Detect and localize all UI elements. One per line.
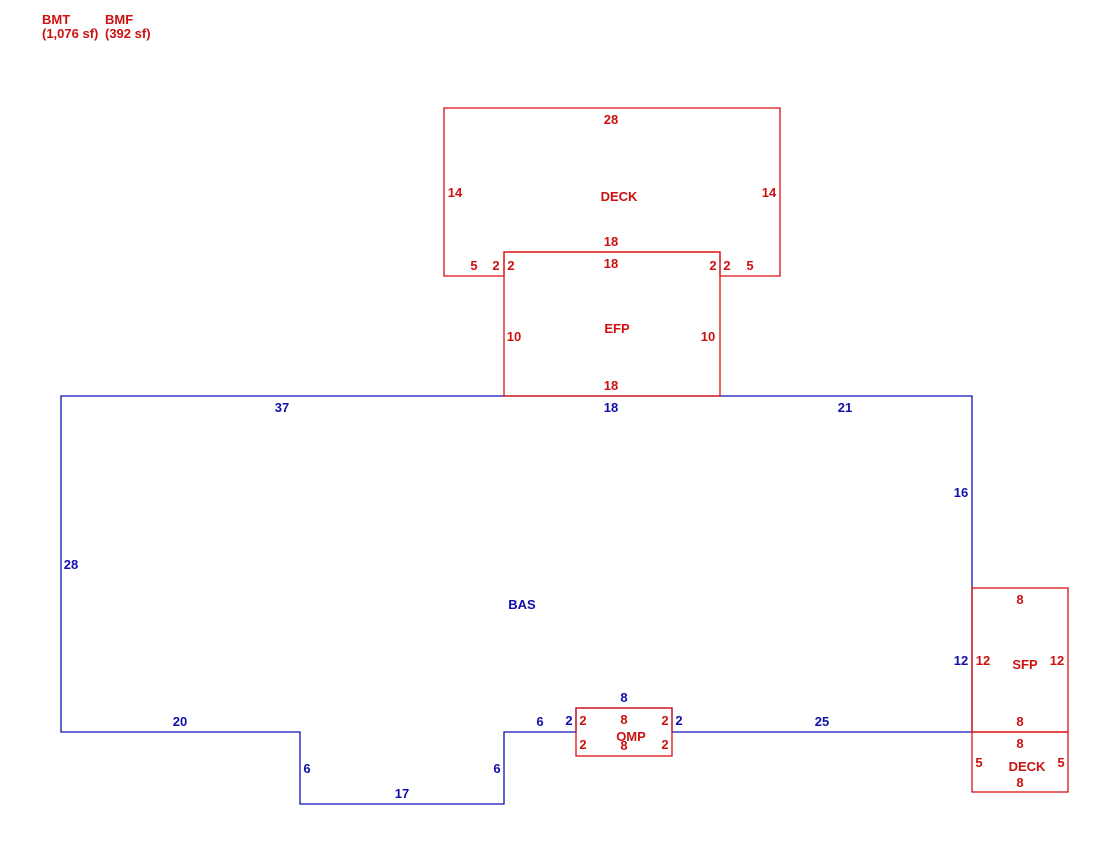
- dim-label: 5: [746, 258, 753, 273]
- dim-label: 20: [173, 714, 187, 729]
- dim-label: 18: [604, 400, 618, 415]
- dim-label: 8: [620, 738, 627, 753]
- dim-label: 2: [492, 258, 499, 273]
- dim-label: 5: [1057, 755, 1064, 770]
- deck-top-label: DECK: [601, 189, 638, 204]
- sfp-label: SFP: [1012, 657, 1038, 672]
- dim-label: 6: [303, 761, 310, 776]
- dim-label: 16: [954, 485, 968, 500]
- dim-label: 37: [275, 400, 289, 415]
- dim-label: 8: [1016, 736, 1023, 751]
- dim-label: 2: [675, 713, 682, 728]
- dim-label: 2: [661, 737, 668, 752]
- deck-right-outline: [971, 731, 1069, 793]
- deck-right-label: DECK: [1009, 759, 1046, 774]
- efp-outline: [503, 251, 721, 397]
- legend-bmt-code: BMT: [42, 12, 71, 27]
- dim-label: 6: [536, 714, 543, 729]
- efp-label: EFP: [604, 321, 630, 336]
- dim-label: 8: [1016, 592, 1023, 607]
- dim-label: 2: [565, 713, 572, 728]
- omp-label: OMP: [616, 729, 646, 744]
- dim-label: 10: [701, 329, 715, 344]
- legend-bmf-code: BMF: [105, 12, 134, 27]
- dim-label: 2: [507, 258, 514, 273]
- omp-outline: [575, 707, 673, 757]
- dim-label: 2: [709, 258, 716, 273]
- dim-label: 21: [838, 400, 852, 415]
- dim-label: 8: [620, 712, 627, 727]
- dim-label: 14: [762, 185, 777, 200]
- dim-label: 6: [493, 761, 500, 776]
- dim-label: 8: [1016, 714, 1023, 729]
- dim-label: 12: [976, 653, 990, 668]
- legend-bmt: BMT (1,076 sf): [42, 13, 98, 41]
- bas-label: BAS: [508, 597, 536, 612]
- dim-label: 8: [1016, 775, 1023, 790]
- legend-bmf: BMF (392 sf): [105, 13, 151, 41]
- dim-label: 18: [604, 234, 618, 249]
- dim-label: 25: [815, 714, 829, 729]
- dim-label: 8: [620, 690, 627, 705]
- dim-label: 12: [1050, 653, 1064, 668]
- dim-label: 2: [723, 258, 730, 273]
- dim-label: 5: [975, 755, 982, 770]
- dim-label: 12: [954, 653, 968, 668]
- legend-bmf-area: (392 sf): [105, 26, 151, 41]
- dim-label: 5: [470, 258, 477, 273]
- dim-label: 28: [604, 112, 618, 127]
- dim-label: 28: [64, 557, 78, 572]
- dim-label: 2: [579, 737, 586, 752]
- dim-label: 10: [507, 329, 521, 344]
- dim-label: 18: [604, 378, 618, 393]
- dim-label: 2: [661, 713, 668, 728]
- dim-label: 18: [604, 256, 618, 271]
- dim-label: 14: [448, 185, 463, 200]
- dim-label: 2: [579, 713, 586, 728]
- dim-label: 17: [395, 786, 409, 801]
- legend-bmt-area: (1,076 sf): [42, 26, 99, 41]
